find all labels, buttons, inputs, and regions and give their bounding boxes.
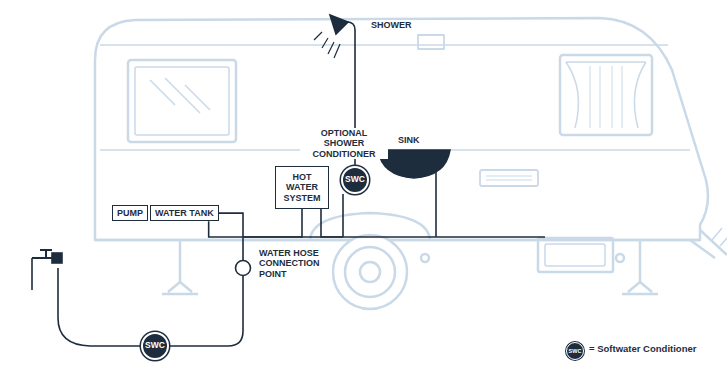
conditioner-label: OPTIONAL SHOWER CONDITIONER [300, 128, 388, 159]
conditioner-circle: SWC [341, 166, 369, 194]
node-text: HOT WATER SYSTEM [283, 172, 320, 203]
node-text: PUMP [117, 208, 143, 218]
connection-label: WATER HOSE CONNECTION POINT [258, 248, 332, 279]
node-text: SWC [145, 341, 165, 351]
water-pipe [169, 213, 243, 346]
legend-text: = Softwater Conditioner [588, 344, 697, 355]
pump-box: PUMP [112, 205, 148, 221]
swatch-text: SWC [569, 348, 582, 354]
sink-label: SINK [397, 135, 421, 145]
shower-label: SHOWER [370, 20, 413, 30]
conditioner-circle: SWC [141, 332, 169, 360]
legend-swatch: SWC [566, 342, 584, 360]
node-text: WATER TANK [155, 208, 214, 218]
water-tank-box: WATER TANK [150, 205, 219, 221]
water-pipe [209, 209, 302, 237]
hot-water-box: HOT WATER SYSTEM [275, 166, 329, 209]
node-text: SWC [345, 175, 365, 185]
